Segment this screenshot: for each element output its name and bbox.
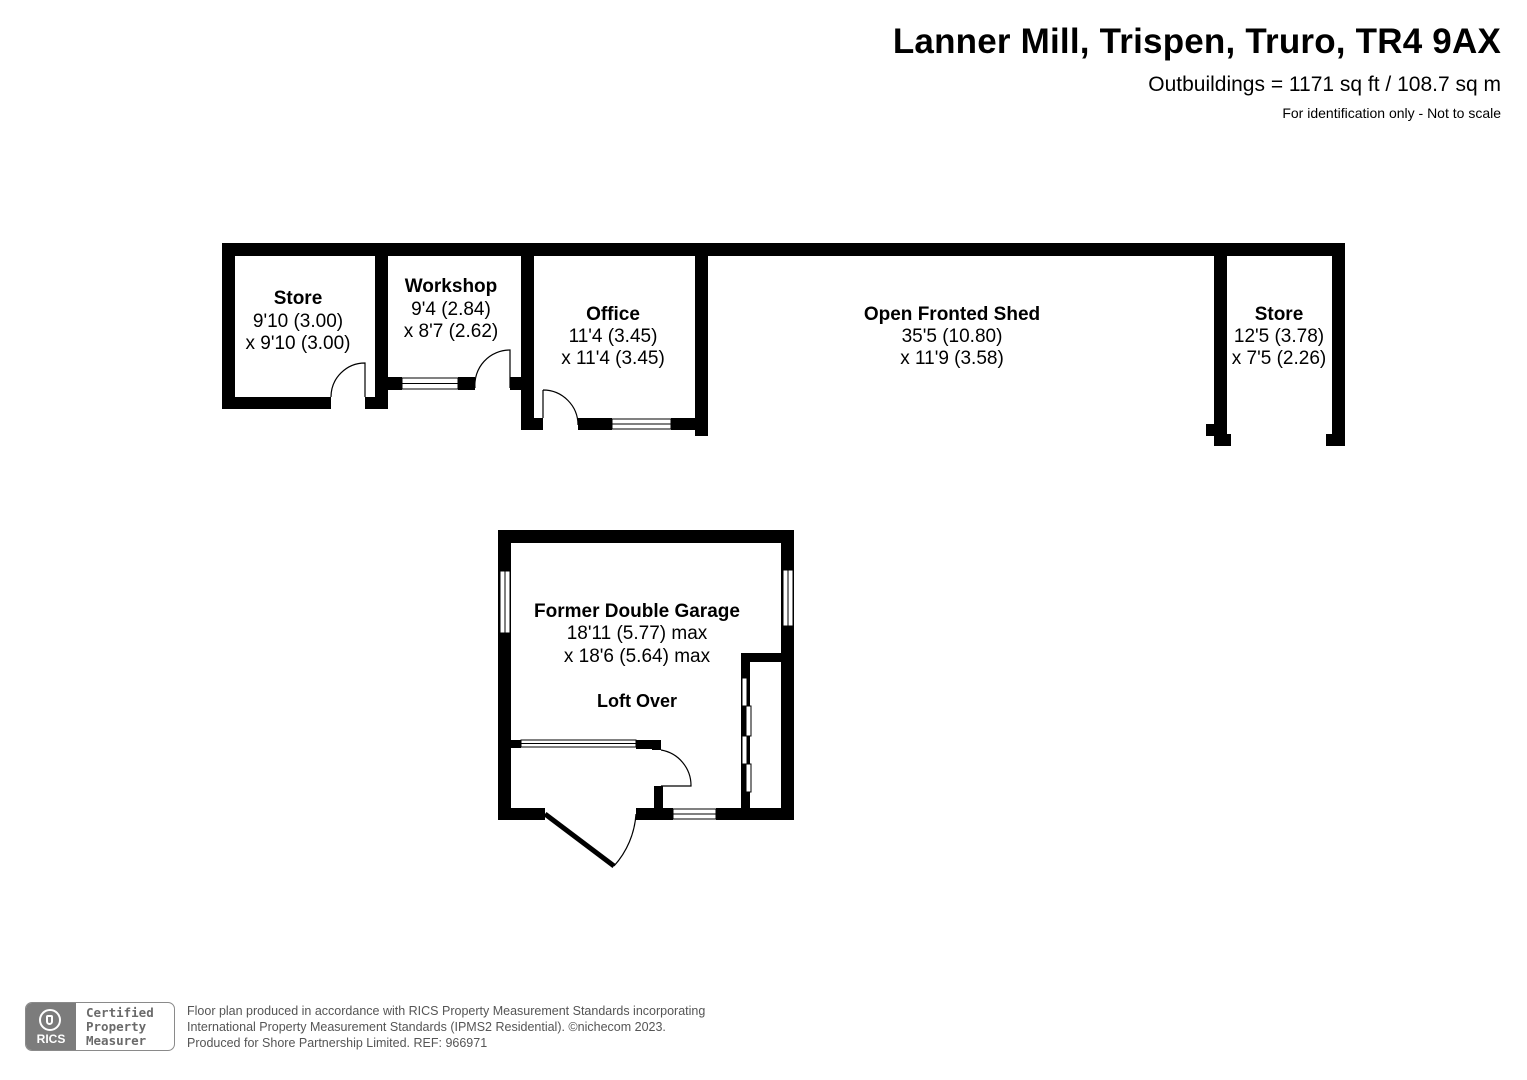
room-dimension: x 11'9 (3.58)	[900, 348, 1004, 369]
front-door-leaf	[543, 812, 616, 868]
room-name: Store	[1255, 304, 1304, 325]
internal-door	[660, 749, 692, 787]
room-dimension: 18'11 (5.77) max	[567, 623, 708, 644]
plan-title: Lanner Mill, Trispen, Truro, TR4 9AX	[892, 22, 1501, 61]
garage-doors	[543, 749, 692, 868]
loft-note: Loft Over	[597, 691, 677, 711]
footer-line: Produced for Shore Partnership Limited. …	[187, 1036, 488, 1050]
footer-disclaimer: Floor plan produced in accordance with R…	[187, 1003, 705, 1051]
rics-code: RICS	[36, 1032, 66, 1046]
room-name: Office	[586, 304, 640, 325]
rics-badge: RICS Certified Property Measurer	[25, 1002, 175, 1051]
rics-logo: RICS	[26, 1003, 76, 1050]
outbuildings-windows	[401, 377, 672, 430]
scale-note: For identification only - Not to scale	[1282, 105, 1501, 121]
footer-line: International Property Measurement Stand…	[187, 1020, 666, 1034]
badge-line: Property	[86, 1019, 147, 1034]
room-store-left: Store 9'10 (3.00) x 9'10 (3.00)	[245, 288, 350, 354]
room-dimension: x 11'4 (3.45)	[561, 348, 665, 369]
workshop-door	[474, 349, 511, 389]
room-workshop: Workshop 9'4 (2.84) x 8'7 (2.62)	[404, 276, 498, 342]
outbuildings-walls	[222, 243, 1345, 446]
garage-windows	[499, 569, 794, 820]
front-door-swing	[613, 813, 637, 867]
room-dimension: 9'4 (2.84)	[411, 299, 491, 320]
badge-line: Certified	[86, 1005, 154, 1020]
room-dimension: x 7'5 (2.26)	[1232, 348, 1326, 369]
room-office: Office 11'4 (3.45) x 11'4 (3.45)	[561, 304, 665, 369]
garage-cupboard-doors	[741, 677, 752, 793]
room-dimension: 11'4 (3.45)	[569, 326, 658, 347]
store-door	[330, 362, 366, 398]
room-dimension: x 9'10 (3.00)	[245, 333, 350, 354]
badge-line: Measurer	[86, 1033, 147, 1048]
room-dimension: x 8'7 (2.62)	[404, 321, 498, 342]
office-door	[542, 389, 579, 426]
room-name: Former Double Garage	[534, 601, 740, 622]
room-former-double-garage: Former Double Garage 18'11 (5.77) max x …	[534, 601, 740, 711]
room-dimension: 35'5 (10.80)	[902, 326, 1003, 347]
room-name: Open Fronted Shed	[864, 304, 1040, 325]
room-dimension: 9'10 (3.00)	[253, 311, 343, 332]
room-name: Workshop	[405, 276, 498, 297]
room-store-right: Store 12'5 (3.78) x 7'5 (2.26)	[1232, 304, 1326, 369]
total-area: Outbuildings = 1171 sq ft / 108.7 sq m	[1148, 73, 1501, 96]
badge-text: Certified Property Measurer	[86, 1006, 154, 1048]
room-name: Store	[274, 288, 323, 309]
footer-line: Floor plan produced in accordance with R…	[187, 1004, 706, 1018]
room-dimension: x 18'6 (5.64) max	[564, 646, 711, 667]
room-dimension: 12'5 (3.78)	[1234, 326, 1324, 347]
rics-emblem-icon	[39, 1009, 61, 1031]
room-open-fronted-shed: Open Fronted Shed 35'5 (10.80) x 11'9 (3…	[864, 304, 1040, 369]
outbuildings-doors	[330, 349, 579, 426]
